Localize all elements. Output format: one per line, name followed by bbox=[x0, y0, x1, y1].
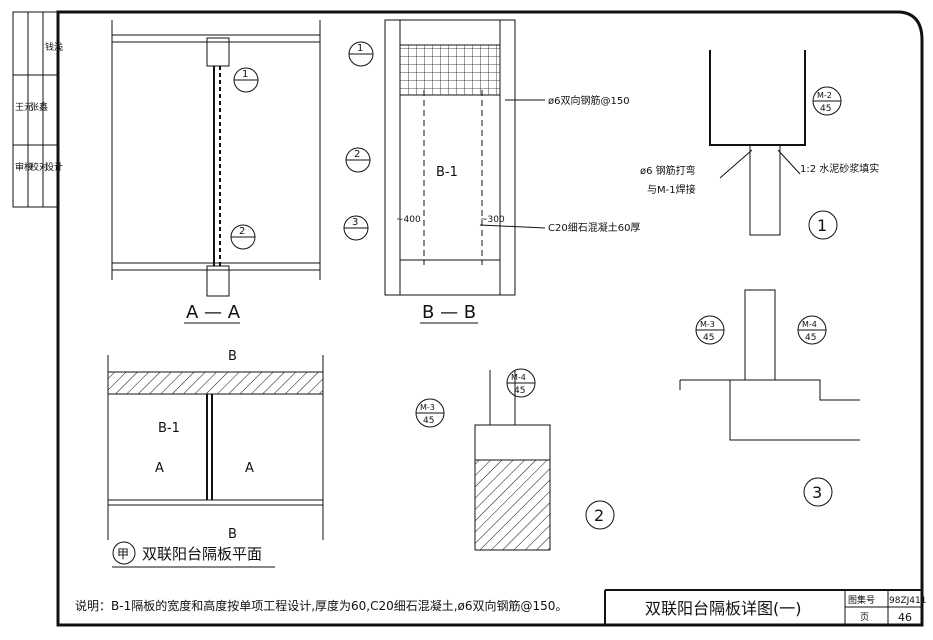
detail-number: 3 bbox=[812, 483, 822, 502]
detail-number: 2 bbox=[594, 506, 604, 525]
section-mark: B bbox=[228, 349, 237, 364]
section-mark: A bbox=[245, 461, 254, 476]
sig-row-label: 校对 bbox=[30, 161, 48, 173]
signature-block: 审核 校对 设计 王元 张鑫 钱浅 bbox=[12, 11, 63, 208]
atlas-number: 98ZJ411 bbox=[889, 596, 926, 606]
page-label: 页 bbox=[860, 612, 869, 623]
detail-3: 3 bbox=[679, 289, 860, 507]
callout-number: 3 bbox=[352, 217, 358, 228]
callout-id: M-4 bbox=[802, 320, 817, 329]
callout-number: 1 bbox=[242, 69, 248, 80]
callout-number: 2 bbox=[354, 149, 360, 160]
callout-id: M-3 bbox=[420, 403, 435, 412]
sig-row-label: 审核 bbox=[15, 161, 33, 173]
callout-sheet: 45 bbox=[423, 416, 434, 426]
callout-id: M-3 bbox=[700, 320, 715, 329]
sig-name: 王元 bbox=[15, 102, 33, 113]
callout-number: 2 bbox=[239, 226, 245, 237]
detail-2: 2 bbox=[474, 370, 615, 551]
sig-row-label: 设计 bbox=[45, 161, 63, 173]
title-block: 双联阳台隔板详图(一) 图集号 98ZJ411 页 46 bbox=[604, 589, 926, 625]
section-aa: 1 2 A — A bbox=[111, 20, 321, 324]
annotation: 1:2 水泥砂浆填实 bbox=[800, 162, 879, 175]
section-bb-title: B — B bbox=[422, 302, 476, 323]
annotation: ø6 钢筋打弯 bbox=[640, 164, 696, 177]
rebar-note: ø6双向钢筋@150 bbox=[548, 94, 630, 107]
sig-name: 张鑫 bbox=[30, 101, 48, 113]
callout-id: M-4 bbox=[511, 373, 526, 382]
callout-sheet: 45 bbox=[514, 386, 525, 396]
panel-label: B-1 bbox=[158, 421, 180, 436]
annotation: 与M-1焊接 bbox=[647, 183, 696, 196]
callout-number: 1 bbox=[357, 43, 363, 54]
detail-number: 1 bbox=[817, 216, 827, 235]
concrete-note: C20细石混凝土60厚 bbox=[548, 221, 640, 234]
callout-id: M-2 bbox=[817, 91, 832, 100]
drawing-note: 说明：B-1隔板的宽度和高度按单项工程设计,厚度为60,C20细石混凝土,ø6双… bbox=[75, 598, 567, 613]
sheet-title: 双联阳台隔板详图(一) bbox=[645, 599, 802, 618]
m-callouts: M-2 45 M-3 45 M-4 45 M-3 45 M-4 45 bbox=[415, 86, 842, 428]
section-mark: B bbox=[228, 527, 237, 542]
plan-marker: 甲 bbox=[117, 547, 129, 561]
panel-label: B-1 bbox=[436, 165, 458, 180]
callout-sheet: 45 bbox=[820, 104, 831, 114]
dimension-label: ~300 bbox=[480, 215, 505, 225]
section-mark: A bbox=[155, 461, 164, 476]
callout-sheet: 45 bbox=[703, 333, 714, 343]
detail-1: ø6 钢筋打弯 与M-1焊接 1:2 水泥砂浆填实 1 bbox=[640, 50, 879, 240]
sig-name: 钱浅 bbox=[45, 41, 63, 53]
atlas-label: 图集号 bbox=[848, 594, 875, 606]
dimension-label: ~400 bbox=[396, 215, 421, 225]
sheet-border bbox=[56, 10, 924, 627]
plan-title: 双联阳台隔板平面 bbox=[142, 545, 262, 563]
plan-view: B-1 A A B B 甲 双联阳台隔板平面 bbox=[107, 349, 324, 568]
page-number: 46 bbox=[898, 611, 912, 624]
section-aa-title: A — A bbox=[186, 302, 241, 323]
section-bb: B-1 ~400 ~300 ø6双向钢筋@150 C20细石混凝土60厚 1 2… bbox=[343, 19, 640, 324]
callout-sheet: 45 bbox=[805, 333, 816, 343]
